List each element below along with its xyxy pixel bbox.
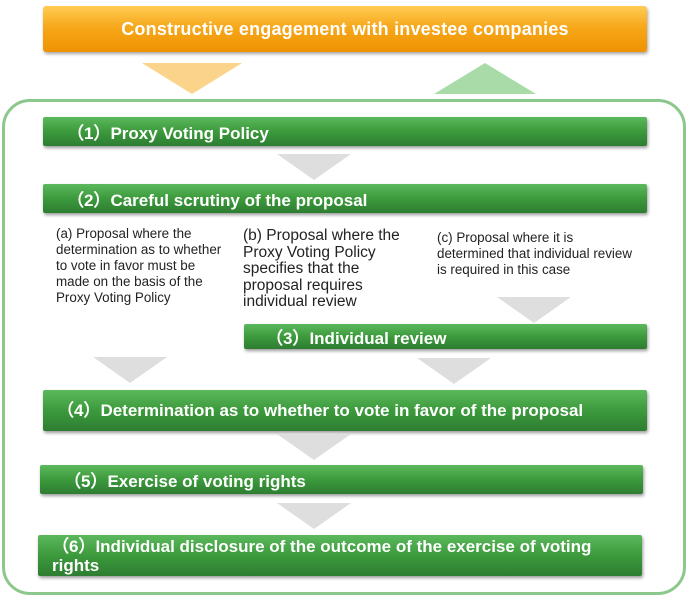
step-4-label: （4）Determination as to whether to vote i… [57, 401, 584, 420]
connector-arrow [417, 358, 491, 384]
step-2-label: （2）Careful scrutiny of the proposal [67, 191, 368, 210]
step-6-label: （6）Individual disclosure of the outcome … [52, 536, 592, 575]
step-3-label: （3）Individual review [266, 329, 447, 348]
case-a-note: (a) Proposal where the determination as … [56, 226, 222, 305]
step-individual-disclosure: （6）Individual disclosure of the outcome … [38, 535, 642, 576]
step-1-label: （1）Proxy Voting Policy [67, 124, 269, 143]
connector-arrow [277, 503, 351, 529]
connector-arrow [277, 434, 351, 460]
engagement-header: Constructive engagement with investee co… [43, 6, 647, 52]
connector-arrow [93, 357, 167, 383]
step-careful-scrutiny: （2）Careful scrutiny of the proposal [43, 184, 647, 213]
step-proxy-voting-policy: （1）Proxy Voting Policy [43, 117, 647, 146]
step-exercise-voting-rights: （5）Exercise of voting rights [40, 465, 643, 494]
case-c-note: (c) Proposal where it is determined that… [437, 230, 633, 277]
engagement-header-title: Constructive engagement with investee co… [121, 18, 569, 39]
step-determination: （4）Determination as to whether to vote i… [43, 390, 647, 431]
connector-arrow [497, 297, 571, 323]
up-arrow-green [434, 63, 536, 94]
case-b-note: (b) Proposal where the Proxy Voting Poli… [243, 227, 400, 310]
step-5-label: （5）Exercise of voting rights [64, 472, 306, 491]
step-individual-review: （3）Individual review [244, 324, 647, 349]
down-arrow-orange [142, 63, 242, 94]
connector-arrow [277, 154, 351, 180]
